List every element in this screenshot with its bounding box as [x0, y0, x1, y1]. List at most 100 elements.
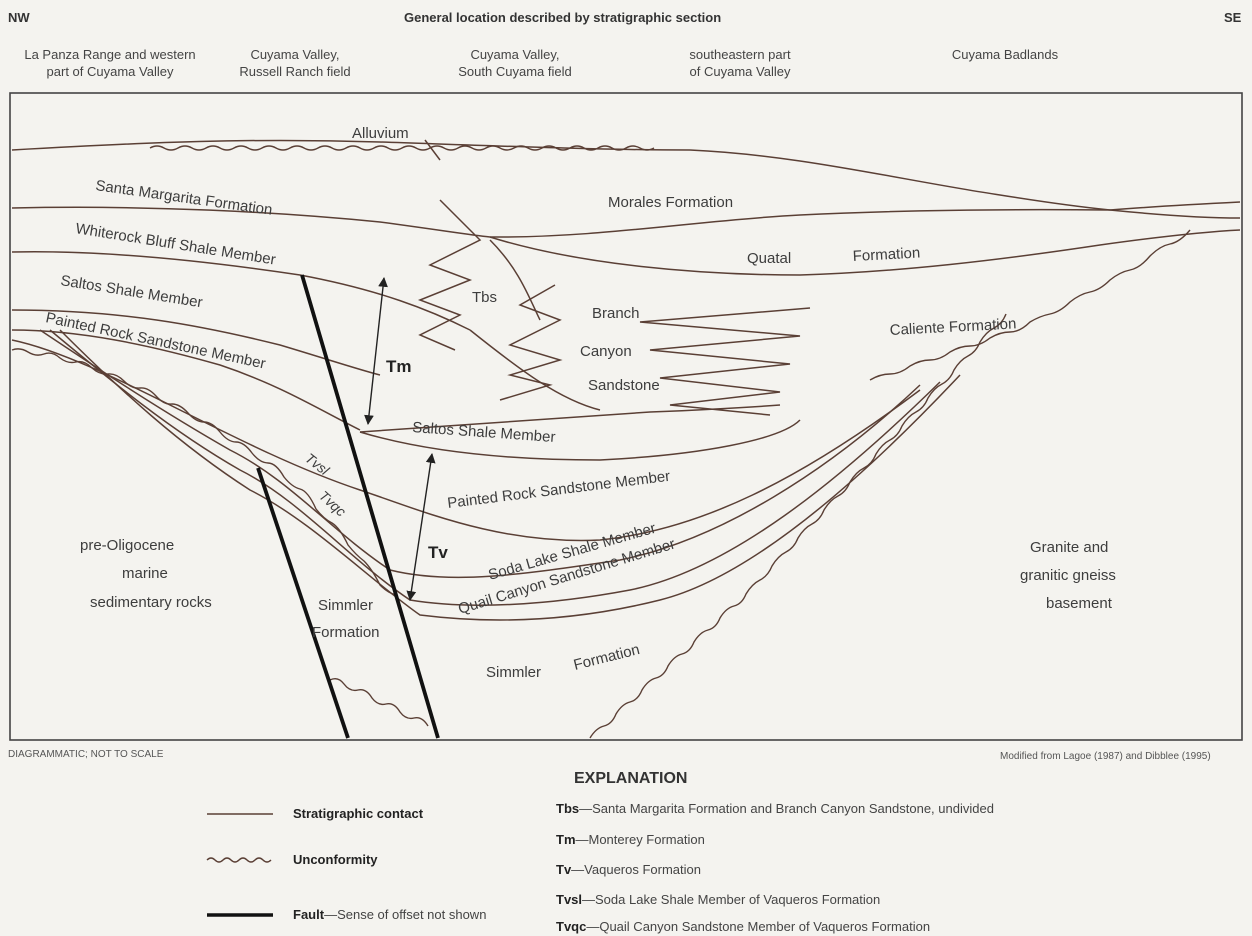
saltos-upper-label: Saltos Shale Member — [59, 272, 203, 311]
wavy-line-icon — [206, 856, 272, 863]
stratigraphic-contact — [11, 206, 491, 238]
santa-margarita-label: Santa Margarita Formation — [94, 177, 273, 219]
painted-rock-upper-label: Painted Rock Sandstone Member — [44, 309, 267, 372]
legend-unconformity: Unconformity — [205, 852, 378, 867]
abbr-code: Tvsl — [556, 892, 583, 907]
location-line: Russell Ranch field — [239, 64, 351, 79]
stratigraphic-contact — [11, 251, 471, 331]
location-line: La Panza Range and western — [24, 47, 196, 62]
abbr-tvqc: Tvqc—Quail Canyon Sandstone Member of Va… — [556, 919, 930, 934]
stratigraphic-contact — [11, 339, 921, 542]
legend-name: Fault — [293, 907, 325, 922]
facies-interfinger — [499, 284, 563, 401]
pre-oligocene-line1: pre-Oligocene — [80, 537, 174, 554]
stratigraphic-contact — [59, 329, 961, 621]
location-russell-ranch: Cuyama Valley, Russell Ranch field — [220, 46, 370, 80]
stratigraphic-contact — [469, 329, 601, 411]
stratigraphic-contact — [689, 149, 1111, 211]
legend-stratigraphic-contact: Stratigraphic contact — [205, 806, 423, 821]
location-line: Cuyama Valley, — [250, 47, 340, 62]
granite-line1: Granite and — [1030, 539, 1108, 556]
explanation-title: EXPLANATION — [574, 770, 688, 787]
location-line: Cuyama Valley, — [470, 47, 560, 62]
nw-label: NW — [8, 10, 30, 25]
unconformity — [589, 313, 1007, 739]
simmler-lower-line1: Simmler — [486, 664, 541, 681]
abbr-desc: —Vaqueros Formation — [571, 862, 701, 877]
caliente-label: Caliente Formation — [889, 315, 1016, 339]
abbr-code: Tv — [556, 862, 572, 877]
stratigraphic-contact — [11, 139, 691, 151]
simmler-upper-line1: Simmler — [318, 597, 373, 614]
legend-fault: Fault—Sense of offset not shown — [205, 907, 486, 922]
tm-label: Tm — [386, 357, 412, 376]
abbr-desc: —Monterey Formation — [575, 832, 705, 847]
canyon-label: Canyon — [580, 343, 632, 360]
painted-rock-lower-label: Painted Rock Sandstone Member — [446, 468, 671, 512]
morales-label: Morales Formation — [608, 194, 733, 211]
tbs-label: Tbs — [472, 289, 497, 306]
stratigraphic-contact — [11, 309, 381, 376]
location-southeastern: southeastern part of Cuyama Valley — [670, 46, 810, 80]
pre-oligocene-line2: marine — [122, 565, 168, 582]
tm-thickness-arrow — [364, 277, 388, 425]
unconformity — [149, 145, 655, 151]
unconformity — [11, 348, 397, 596]
facies-interfinger — [417, 199, 482, 351]
stratigraphic-contact — [1109, 209, 1241, 219]
location-line: South Cuyama field — [458, 64, 572, 79]
abbr-desc: —Santa Margarita Formation and Branch Ca… — [579, 801, 994, 816]
tv-thickness-arrow — [406, 453, 436, 601]
alluvium-leader — [424, 139, 441, 161]
abbr-tbs: Tbs—Santa Margarita Formation and Branch… — [556, 801, 994, 816]
saltos-lower-label: Saltos Shale Member — [412, 419, 556, 446]
abbr-code: Tvqc — [556, 919, 587, 934]
location-south-cuyama: Cuyama Valley, South Cuyama field — [440, 46, 590, 80]
abbr-code: Tm — [556, 832, 576, 847]
location-la-panza: La Panza Range and western part of Cuyam… — [10, 46, 210, 80]
location-line: part of Cuyama Valley — [46, 64, 174, 79]
unconformity — [329, 677, 429, 727]
stratigraphic-contact — [359, 404, 781, 433]
location-line: southeastern part — [689, 47, 791, 62]
quatal-formation-label: Formation — [852, 244, 920, 265]
fault-line-icon — [207, 912, 273, 917]
abbr-desc: —Soda Lake Shale Member of Vaqueros Form… — [582, 892, 881, 907]
whiterock-label: Whiterock Bluff Shale Member — [74, 220, 276, 268]
stratigraphic-contact — [359, 419, 801, 461]
tv-label: Tv — [428, 543, 448, 562]
simmler-upper-line2: Formation — [312, 624, 380, 641]
sandstone-label: Sandstone — [588, 377, 660, 394]
simmler-lower-line2: Formation — [572, 641, 642, 674]
location-line: Cuyama Badlands — [951, 47, 1059, 62]
diagram-frame — [9, 92, 1243, 741]
abbr-desc: —Quail Canyon Sandstone Member of Vaquer… — [586, 919, 931, 934]
source-note: Modified from Lagoe (1987) and Dibblee (… — [1000, 751, 1211, 762]
location-badlands: Cuyama Badlands — [930, 46, 1080, 63]
fault-line — [300, 274, 440, 739]
legend-name: Unconformity — [293, 852, 378, 867]
se-label: SE — [1224, 10, 1242, 25]
stratigraphic-contact — [1109, 201, 1241, 211]
unconformity — [869, 229, 1191, 381]
abbr-tm: Tm—Monterey Formation — [556, 832, 705, 847]
scale-note: DIAGRAMMATIC; NOT TO SCALE — [8, 749, 164, 760]
granite-line2: granitic gneiss — [1020, 567, 1116, 584]
contact-line-icon — [207, 812, 273, 815]
pre-oligocene-line3: sedimentary rocks — [90, 594, 212, 611]
abbr-code: Tbs — [556, 801, 580, 816]
abbr-tvsl: Tvsl—Soda Lake Shale Member of Vaqueros … — [556, 892, 880, 907]
fault-line — [256, 467, 350, 739]
quatal-label: Quatal — [747, 250, 791, 267]
abbr-tv: Tv—Vaqueros Formation — [556, 862, 701, 877]
diagram-title: General location described by stratigrap… — [404, 10, 722, 25]
alluvium-label: Alluvium — [352, 125, 409, 142]
stratigraphic-contact — [11, 329, 361, 431]
cross-section-diagram: Alluvium Santa Margarita Formation Moral… — [9, 92, 1243, 741]
facies-interfinger — [639, 307, 811, 416]
stratigraphic-contact — [489, 208, 1111, 238]
legend-name: Stratigraphic contact — [293, 806, 424, 821]
location-line: of Cuyama Valley — [689, 64, 791, 79]
granite-line3: basement — [1046, 595, 1113, 612]
tvsl-label: Tvsl — [302, 450, 333, 479]
